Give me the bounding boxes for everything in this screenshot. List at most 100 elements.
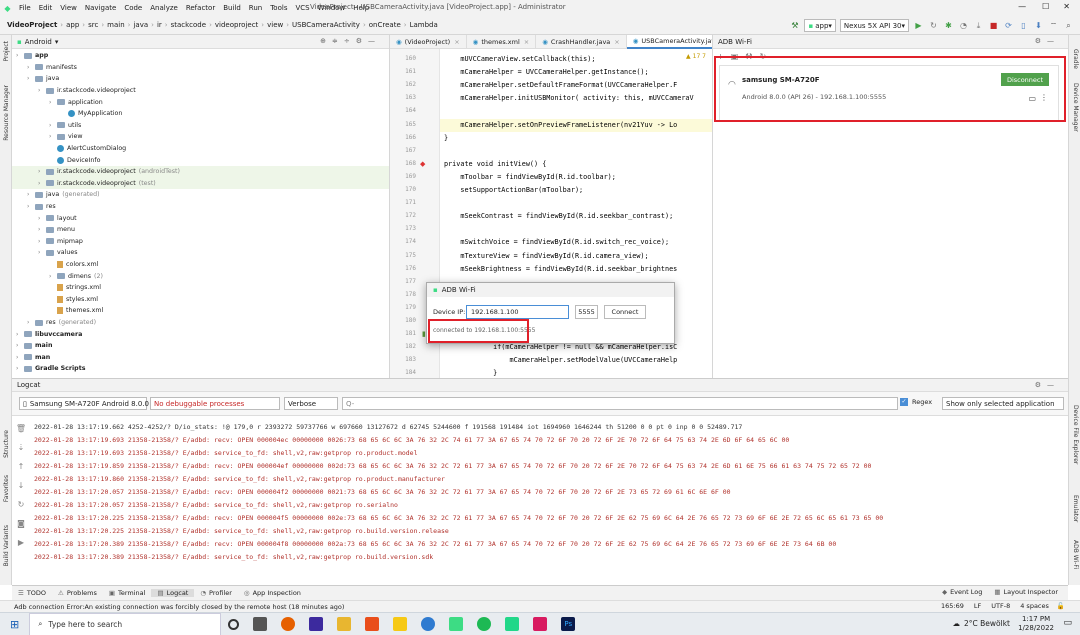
menu-item-window[interactable]: Window bbox=[317, 4, 346, 12]
expand-arrow-icon[interactable]: › bbox=[16, 52, 19, 60]
cortana-icon[interactable] bbox=[228, 618, 240, 630]
port-input[interactable]: 5555 bbox=[575, 305, 598, 319]
down-icon[interactable]: ↓ bbox=[17, 481, 25, 490]
tree-item[interactable]: ›main bbox=[12, 340, 389, 352]
tree-item[interactable]: ›dimens(2) bbox=[12, 270, 389, 282]
hide-icon[interactable]: — bbox=[1047, 381, 1060, 389]
expand-arrow-icon[interactable]: › bbox=[38, 237, 41, 245]
stop-icon[interactable]: ■ bbox=[989, 21, 998, 30]
photoshop-icon[interactable]: Ps bbox=[561, 617, 576, 631]
bottom-tab-terminal[interactable]: ▣Terminal bbox=[103, 589, 152, 597]
breadcrumb-item[interactable]: main bbox=[107, 21, 125, 29]
indent-setting[interactable]: 4 spaces bbox=[1020, 602, 1049, 610]
expand-arrow-icon[interactable]: › bbox=[38, 249, 41, 257]
breadcrumb-item[interactable]: src bbox=[88, 21, 99, 29]
tree-item[interactable]: ›application bbox=[12, 96, 389, 108]
expand-arrow-icon[interactable]: › bbox=[27, 63, 30, 71]
device-manager-tool-tab[interactable]: Device Manager bbox=[1072, 83, 1079, 132]
tree-item[interactable]: ›layout bbox=[12, 212, 389, 224]
adb-wifi-tool-tab[interactable]: ADB Wi-Fi bbox=[1072, 540, 1079, 570]
project-view-select[interactable]: Android bbox=[24, 37, 52, 46]
breadcrumb-item[interactable]: Lambda bbox=[409, 21, 438, 29]
logcat-filter-select[interactable]: Show only selected application bbox=[942, 397, 1064, 410]
menu-item-vcs[interactable]: VCS bbox=[295, 4, 310, 12]
menu-item-view[interactable]: View bbox=[60, 4, 77, 12]
collapse-icon[interactable]: ≑ bbox=[331, 37, 344, 45]
search-everywhere-icon[interactable]: ⌕ bbox=[1066, 20, 1071, 30]
regex-checkbox[interactable]: ✓ Regex bbox=[900, 398, 932, 406]
tree-item[interactable]: ›java bbox=[12, 73, 389, 85]
clock[interactable]: 1:17 PM 1/28/2022 bbox=[1018, 615, 1054, 633]
expand-arrow-icon[interactable]: › bbox=[38, 179, 41, 187]
xampp-icon[interactable] bbox=[365, 617, 380, 631]
file-explorer-icon[interactable] bbox=[337, 617, 352, 631]
expand-arrow-icon[interactable]: › bbox=[49, 98, 52, 106]
bottom-tab-profiler[interactable]: ◔Profiler bbox=[194, 589, 238, 597]
lock-icon[interactable]: 🔓 bbox=[1056, 602, 1065, 610]
notes-icon[interactable] bbox=[393, 617, 408, 631]
notification-icon[interactable]: ▭ bbox=[1063, 618, 1072, 628]
bottom-tab-app-inspection[interactable]: ◎App Inspection bbox=[238, 589, 307, 597]
expand-arrow-icon[interactable]: › bbox=[16, 342, 19, 350]
wifi-adb-icon[interactable]: ⌔ bbox=[1049, 20, 1058, 30]
tree-item[interactable]: ›app bbox=[12, 50, 389, 62]
expand-arrow-icon[interactable]: › bbox=[16, 365, 19, 373]
weather-widget[interactable]: ☁ 2°C Bewölkt bbox=[953, 619, 1011, 628]
tree-item[interactable]: ›ir.stackcode.videoproject(test) bbox=[12, 177, 389, 190]
breadcrumb-item[interactable]: USBCameraActivity bbox=[292, 21, 360, 29]
sync-icon[interactable]: ⟳ bbox=[1005, 21, 1012, 30]
minimize-icon[interactable]: — bbox=[1018, 2, 1027, 11]
restart-icon[interactable]: ↻ bbox=[17, 500, 25, 509]
resource-manager-tool-tab[interactable]: Resource Manager bbox=[3, 85, 10, 141]
expand-arrow-icon[interactable]: › bbox=[27, 191, 30, 199]
bottom-tab-logcat[interactable]: ▤Logcat bbox=[151, 589, 195, 597]
maximize-icon[interactable]: ☐ bbox=[1042, 2, 1050, 11]
expand-arrow-icon[interactable]: › bbox=[49, 272, 52, 280]
tree-item[interactable]: AlertCustomDialog bbox=[12, 143, 389, 155]
close-icon[interactable]: × bbox=[614, 37, 620, 46]
tree-item[interactable]: ›man bbox=[12, 352, 389, 364]
expand-arrow-icon[interactable]: › bbox=[16, 353, 19, 361]
tree-item[interactable]: ›java(generated) bbox=[12, 189, 389, 201]
breadcrumb-item[interactable]: java bbox=[133, 21, 149, 29]
expand-icon[interactable]: ÷ bbox=[343, 37, 356, 45]
override-gutter-icon[interactable]: ▮ bbox=[422, 330, 426, 339]
structure-tool-tab[interactable]: Structure bbox=[3, 430, 10, 458]
menu-item-build[interactable]: Build bbox=[223, 4, 241, 12]
hide-icon[interactable]: — bbox=[368, 37, 381, 45]
emulator-tool-tab[interactable]: Emulator bbox=[1072, 495, 1079, 523]
tree-item[interactable]: colors.xml bbox=[12, 259, 389, 271]
tree-item[interactable]: ›view bbox=[12, 131, 389, 143]
menu-item-run[interactable]: Run bbox=[248, 4, 263, 12]
line-separator[interactable]: LF bbox=[973, 602, 982, 610]
tree-item[interactable]: ›res(generated) bbox=[12, 317, 389, 329]
device-select[interactable]: Nexus 5X API 30 ▾ bbox=[839, 19, 909, 32]
attach-debugger-icon[interactable]: ⤓ bbox=[976, 20, 981, 30]
sdk-manager-icon[interactable]: ⬇ bbox=[1035, 21, 1042, 30]
tree-item[interactable]: ›mipmap bbox=[12, 236, 389, 248]
logcat-process-select[interactable]: No debuggable processes bbox=[150, 397, 280, 410]
settings-icon[interactable]: ⚙ bbox=[1034, 37, 1047, 45]
expand-arrow-icon[interactable]: › bbox=[27, 203, 30, 211]
project-tool-tab[interactable]: Project bbox=[3, 41, 10, 62]
settings-icon[interactable]: ⚙ bbox=[1034, 381, 1047, 389]
camera-icon[interactable]: ◙ bbox=[17, 519, 25, 528]
android-studio-taskbar-icon[interactable] bbox=[449, 617, 464, 631]
tree-item[interactable]: ›values bbox=[12, 247, 389, 259]
menu-item-refactor[interactable]: Refactor bbox=[185, 4, 216, 12]
bottom-tab-layout-inspector[interactable]: ▦Layout Inspector bbox=[988, 588, 1064, 596]
chevron-down-icon[interactable]: ▾ bbox=[54, 37, 59, 46]
close-icon[interactable]: ✕ bbox=[1063, 2, 1070, 11]
device-ip-input[interactable]: 192.168.1.100 bbox=[466, 305, 569, 319]
clear-logcat-icon[interactable]: 🗑 bbox=[15, 424, 27, 433]
profile-icon[interactable]: ◔ bbox=[960, 21, 967, 30]
inspection-widget[interactable]: ▲17 7 bbox=[686, 53, 706, 60]
breadcrumb-item[interactable]: videoproject bbox=[214, 21, 259, 29]
expand-arrow-icon[interactable]: › bbox=[38, 214, 41, 222]
up-icon[interactable]: ↑ bbox=[17, 462, 25, 471]
run-config-select[interactable]: ▪app ▾ bbox=[804, 19, 836, 32]
hammer-icon[interactable]: ⚒ bbox=[791, 21, 799, 30]
bottom-tab-todo[interactable]: ☰TODO bbox=[12, 589, 52, 597]
scroll-end-icon[interactable]: ⇣ bbox=[17, 443, 25, 452]
expand-arrow-icon[interactable]: › bbox=[16, 330, 19, 338]
